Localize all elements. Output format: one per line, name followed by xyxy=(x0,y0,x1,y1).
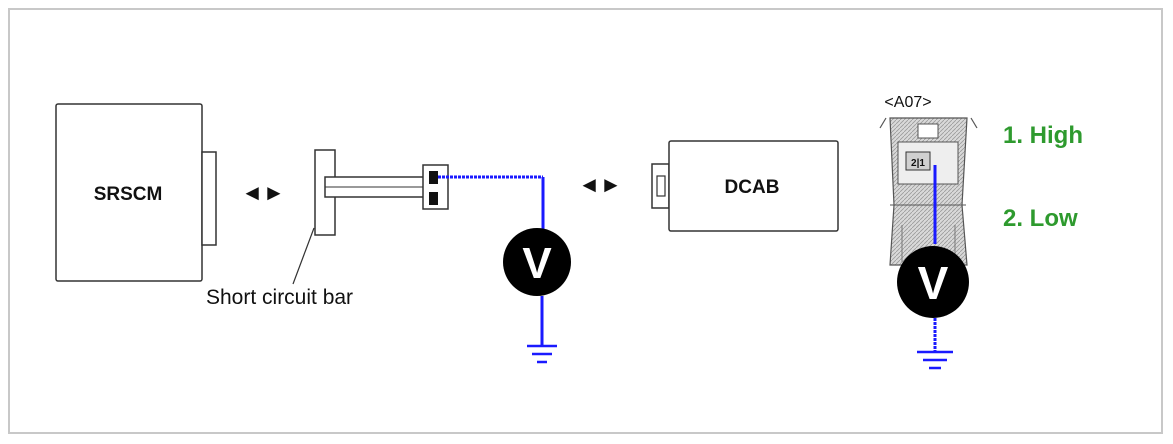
connector-pin-numbers: 2|1 xyxy=(911,158,925,169)
voltmeter-right-symbol: V xyxy=(918,257,949,309)
dcab-module: DCAB xyxy=(651,140,839,232)
ground-symbol-right xyxy=(917,350,953,370)
direction-arrows-right: ◄► xyxy=(578,172,622,197)
voltmeter-left: V xyxy=(503,228,571,296)
step-high: 1. High xyxy=(1003,122,1083,149)
srscm-module: SRSCM xyxy=(55,103,217,282)
connector-label: <A07> xyxy=(884,94,931,111)
connector-a07: 2|1 xyxy=(879,117,978,266)
dcab-label: DCAB xyxy=(725,177,780,198)
voltmeter-right: V xyxy=(897,246,969,318)
wire-left xyxy=(438,175,545,232)
short-circuit-bar xyxy=(292,149,449,285)
voltmeter-left-symbol: V xyxy=(522,239,552,288)
short-circuit-bar-label: Short circuit bar xyxy=(206,286,353,309)
srscm-label: SRSCM xyxy=(94,184,163,205)
step-low: 2. Low xyxy=(1003,205,1078,232)
ground-symbol-left xyxy=(527,344,557,364)
diagram-frame xyxy=(8,8,1163,434)
direction-arrows-left: ◄► xyxy=(241,180,285,205)
